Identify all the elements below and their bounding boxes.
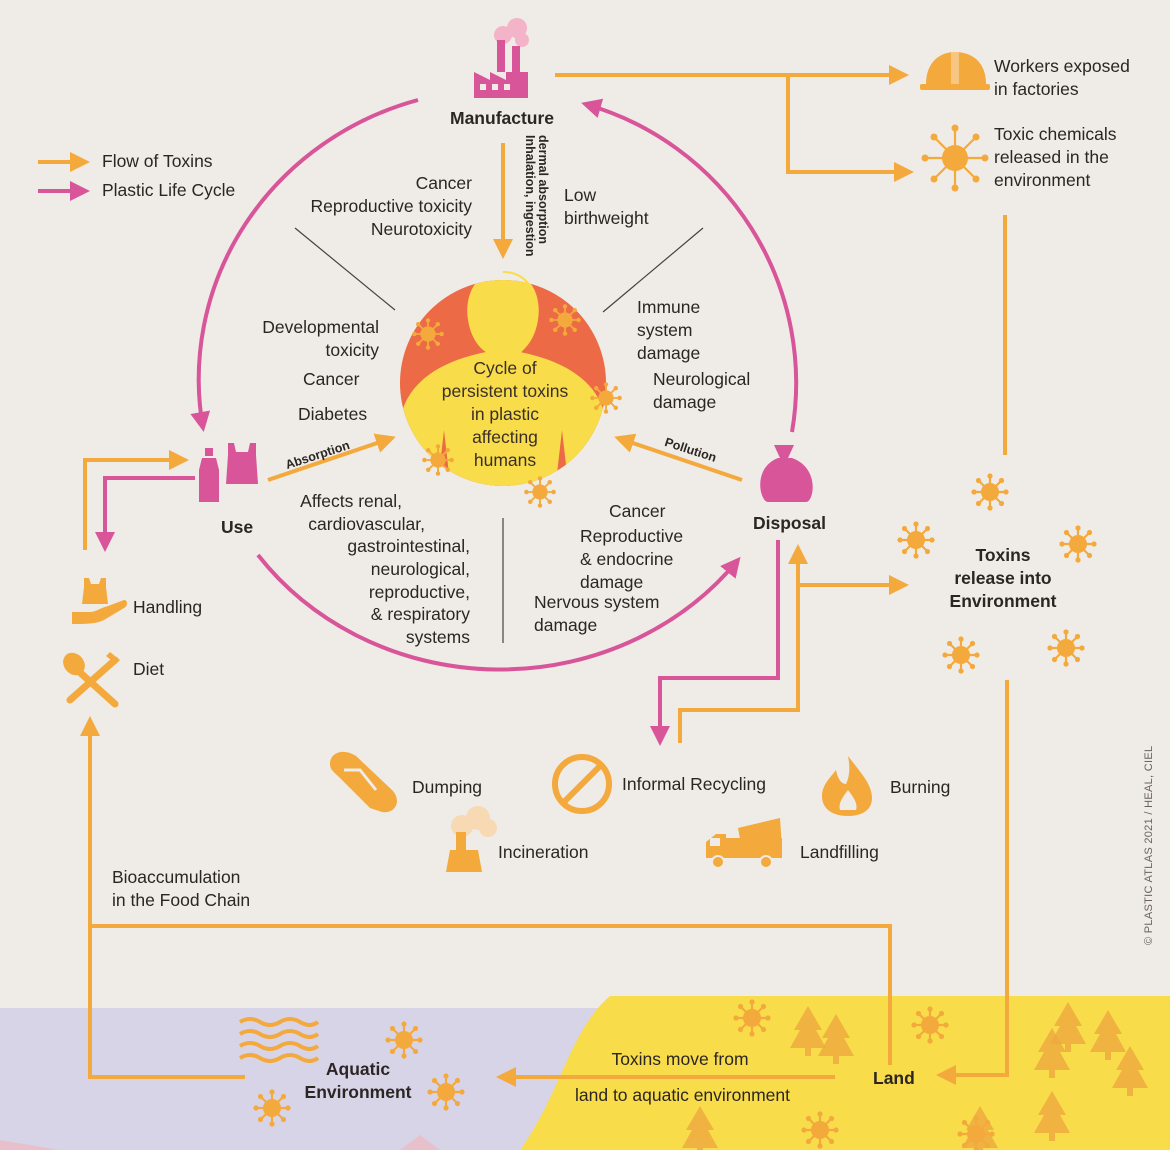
workers-exposed-line-2: in factories	[994, 79, 1079, 99]
life-cycle-connectors	[95, 476, 780, 746]
effect-top-left-1: Cancer	[415, 173, 472, 193]
spoon-icon	[63, 652, 120, 676]
effect-bottom-left-7: systems	[405, 627, 470, 647]
landfilling-label: Landfilling	[800, 842, 879, 862]
effect-left-1: Developmental	[262, 317, 379, 337]
burning-label: Burning	[890, 777, 951, 797]
effect-bottom-right-3: & endocrine	[580, 549, 674, 569]
effect-bottom-right-6: damage	[534, 615, 598, 635]
legend-lines	[38, 152, 90, 201]
effect-bottom-right-2: Reproductive	[580, 526, 684, 546]
effect-bottom-left-3: gastrointestinal,	[347, 536, 470, 556]
bottle-bag-icon	[199, 443, 258, 502]
effect-left-2: toxicity	[325, 340, 379, 360]
effect-bottom-right-1: Cancer	[609, 501, 666, 521]
trash-bag-icon	[760, 445, 813, 502]
aquatic-area	[0, 1008, 610, 1150]
human-circle	[400, 271, 623, 509]
water-waves-icon	[238, 1017, 320, 1063]
effect-bottom-left-5: reproductive,	[368, 582, 470, 602]
effect-right-3: damage	[637, 343, 701, 363]
effect-bottom-left-6: & respiratory	[370, 604, 470, 624]
handling-label: Handling	[133, 597, 203, 617]
legend-plastic-life-cycle-label: Plastic Life Cycle	[102, 180, 236, 200]
truck-icon	[706, 818, 782, 869]
toxic-chemical-icon	[921, 124, 989, 192]
stage-use: Use	[221, 517, 254, 537]
workers-exposed-line-1: Workers exposed	[994, 56, 1130, 76]
effect-bottom-left-4: neurological,	[370, 559, 470, 579]
incinerator-icon	[446, 806, 497, 872]
aquatic-environment-line-2: Environment	[304, 1082, 412, 1102]
stage-manufacture: Manufacture	[450, 108, 555, 128]
bioaccumulation-line-2: in the Food Chain	[112, 890, 251, 910]
center-line-2: persistent toxins	[441, 381, 569, 401]
toxic-chemicals-line-1: Toxic chemicals	[994, 124, 1117, 144]
aquatic-environment-line-1: Aquatic	[325, 1059, 391, 1079]
center-line-5: humans	[473, 450, 537, 470]
effect-right-1: Immune	[637, 297, 701, 317]
bioaccumulation-line-1: Bioaccumulation	[112, 867, 241, 887]
no-sign-icon	[552, 754, 612, 814]
toxic-chemicals-line-3: environment	[994, 170, 1091, 190]
center-line-3: in plastic	[470, 404, 540, 424]
incineration-label: Incineration	[498, 842, 589, 862]
effect-top-left-3: Neurotoxicity	[370, 219, 472, 239]
plastic-life-cycle-arcs	[190, 98, 799, 672]
factory-icon	[474, 18, 529, 98]
effect-bottom-left-1: Affects renal,	[300, 491, 402, 511]
separator-lines	[294, 227, 704, 643]
dumping-icon	[330, 751, 397, 813]
center-line-4: affecting	[472, 427, 538, 447]
effect-right-4: Neurological	[653, 369, 751, 389]
dumping-label: Dumping	[412, 777, 483, 797]
effect-right-2: system	[637, 320, 693, 340]
informal-recycling-label: Informal Recycling	[622, 774, 766, 794]
hard-hat-icon	[920, 52, 990, 90]
effect-top-right-2: birthweight	[564, 208, 649, 228]
credit-text: © PLASTIC ATLAS 2021 / HEAL, CIEL	[1143, 745, 1155, 945]
toxin-flow-arrows	[80, 65, 1009, 1087]
fork-knife-icon	[66, 656, 119, 708]
hand-bag-icon	[72, 578, 127, 624]
toxins-release-line-2: release into	[954, 568, 1052, 588]
effect-left-3: Cancer	[303, 369, 360, 389]
legend-flow-of-toxins-label: Flow of Toxins	[102, 151, 213, 171]
toxins-move-line-2: land to aquatic environment	[575, 1085, 790, 1105]
inhalation-label-1: Inhalation, ingestion	[523, 135, 537, 257]
effect-top-left-2: Reproductive toxicity	[310, 196, 472, 216]
toxic-chemicals-line-2: released in the	[994, 147, 1109, 167]
toxins-release-line-1: Toxins	[975, 545, 1031, 565]
toxins-move-line-1: Toxins move from	[611, 1049, 749, 1069]
stage-disposal: Disposal	[753, 513, 826, 533]
effect-top-right-1: Low	[564, 185, 597, 205]
effect-bottom-left-2: cardiovascular,	[308, 514, 425, 534]
center-line-1: Cycle of	[473, 358, 537, 378]
inhalation-label-2: dermal absorption	[536, 135, 550, 245]
flame-icon	[822, 756, 872, 816]
effect-bottom-right-4: damage	[580, 572, 644, 592]
effect-right-5: damage	[653, 392, 717, 412]
diet-label: Diet	[133, 659, 165, 679]
land-label: Land	[873, 1068, 915, 1088]
effect-left-4: Diabetes	[298, 404, 368, 424]
toxins-release-line-3: Environment	[949, 591, 1057, 611]
effect-bottom-right-5: Nervous system	[534, 592, 660, 612]
